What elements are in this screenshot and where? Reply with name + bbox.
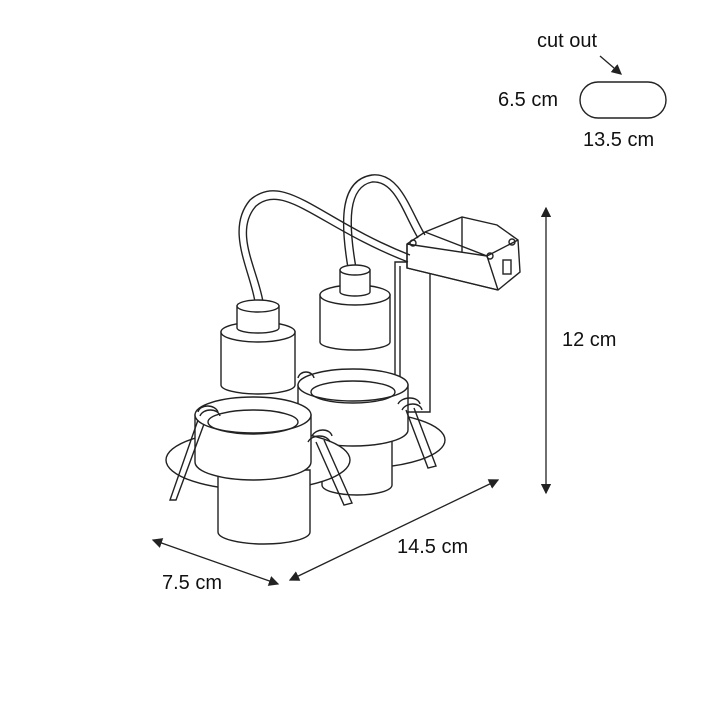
depth-label: 7.5 cm (162, 572, 223, 594)
cutout-shape (579, 55, 667, 119)
length-label: 14.5 cm (397, 536, 469, 558)
length-dimension-arrow (288, 479, 500, 581)
cutout-width-label: 13.5 cm (583, 129, 655, 151)
spotlight-fixture-drawing (165, 174, 521, 545)
depth-dimension-arrow (151, 538, 280, 586)
cutout-arrow (599, 55, 622, 75)
height-label: 12 cm (562, 329, 617, 351)
cutout-title: cut out (537, 30, 598, 52)
cutout-height-label: 6.5 cm (498, 89, 559, 111)
